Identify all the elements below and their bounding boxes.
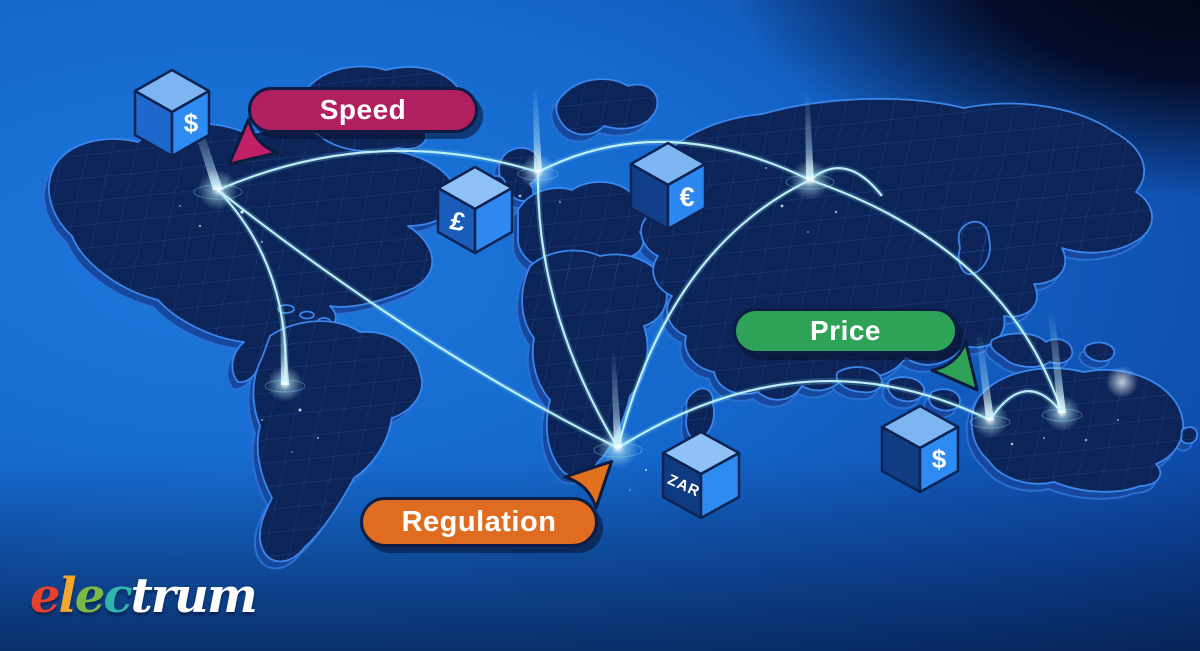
logo-letter: u xyxy=(174,568,209,624)
speed-badge: Speed xyxy=(248,87,478,133)
svg-text:€: € xyxy=(679,182,694,212)
svg-text:£: £ xyxy=(448,205,469,237)
price-cursor-icon xyxy=(930,340,979,392)
svg-text:$: $ xyxy=(184,108,199,138)
logo-letter: r xyxy=(150,568,176,624)
logo-letter: e xyxy=(30,568,61,624)
dollar-cube-north-america-icon: $ xyxy=(133,68,211,158)
logo-letter: m xyxy=(206,568,258,624)
connection-nodes xyxy=(193,154,1138,468)
logo-letter: c xyxy=(103,568,132,624)
logo-letter: e xyxy=(74,568,106,624)
sparkle-dots xyxy=(179,166,1120,491)
svg-text:$: $ xyxy=(932,444,947,474)
cursors xyxy=(227,117,979,510)
logo-letter: l xyxy=(58,568,77,624)
currency-cubes: $ £ € ZAR $ xyxy=(133,68,960,520)
price-badge: Price xyxy=(733,308,958,354)
euro-cube-icon: € xyxy=(629,141,707,231)
electrum-logo: electrum xyxy=(30,568,258,624)
logo-letter: t xyxy=(130,568,153,624)
zar-cube-icon: ZAR xyxy=(661,430,741,520)
regulation-cursor-icon xyxy=(563,459,614,510)
pound-cube-icon: £ xyxy=(436,165,514,255)
regulation-badge: Regulation xyxy=(360,497,598,547)
dollar-cube-australia-icon: $ xyxy=(880,404,960,494)
world-map xyxy=(42,65,1198,570)
speed-cursor-icon xyxy=(227,117,279,166)
